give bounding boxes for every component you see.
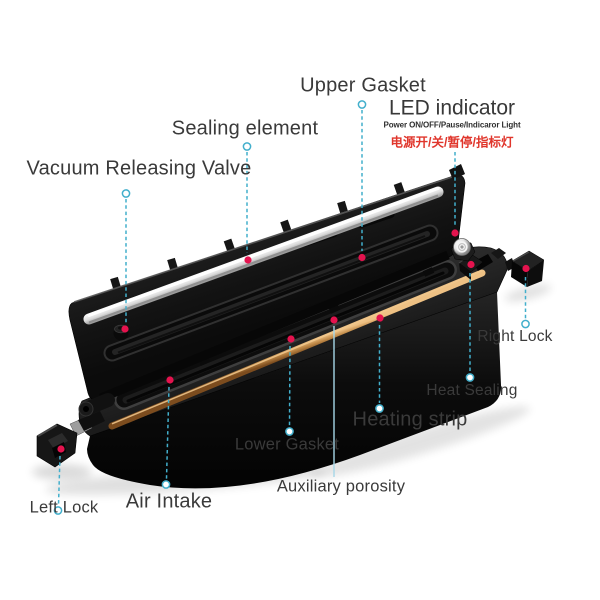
- label-lower-gasket: Lower Gasket: [234, 435, 340, 454]
- marker-dots: [57, 229, 530, 453]
- upper-gasket-groove: [103, 224, 439, 362]
- sealing-bar: [83, 186, 444, 325]
- label-led-indicator: LED indicator: [388, 96, 516, 120]
- heating-strip-graphic: [108, 269, 486, 430]
- circle-left-lock: [53, 506, 63, 515]
- circle-heat-sealing: [465, 373, 475, 382]
- leader-end-circles: [53, 100, 530, 515]
- lid-corner-tab: [449, 164, 465, 180]
- label-right-lock: Right Lock: [477, 327, 553, 345]
- marker-heating-strip: [376, 314, 384, 322]
- led-indicator-button: [450, 238, 476, 262]
- circle-upper-gasket: [357, 100, 367, 109]
- label-led-caption-en: Power ON/OFF/Pause/Indicaror Light: [383, 120, 521, 130]
- leader-air-intake: [165, 386, 170, 480]
- label-led-caption-zh: 电源开/关/暂停/指标灯: [390, 135, 514, 150]
- label-upper-gasket: Upper Gasket: [300, 74, 426, 97]
- right-lock-piece: [505, 250, 545, 287]
- base-front-face: [87, 292, 502, 489]
- marker-vacuum-releasing-valve: [121, 325, 129, 333]
- circle-vacuum-releasing-valve: [121, 189, 131, 198]
- marker-air-intake: [166, 376, 174, 384]
- circle-right-lock: [521, 319, 530, 329]
- circle-sealing-element: [242, 142, 252, 151]
- marker-lower-gasket: [287, 335, 295, 343]
- marker-heat-sealing: [467, 260, 475, 269]
- vacuum-channel: [114, 260, 457, 410]
- label-air-intake: Air Intake: [125, 490, 213, 513]
- hinge-band: [99, 250, 450, 403]
- marker-upper-gasket: [358, 253, 366, 262]
- circle-lower-gasket: [285, 427, 294, 436]
- label-sealing-element: Sealing element: [171, 117, 319, 140]
- marker-sealing-element: [244, 256, 252, 264]
- leader-lower-gasket: [288, 345, 291, 427]
- marker-right-lock: [522, 264, 530, 273]
- lid-body: [68, 164, 466, 417]
- label-left-lock: Left Lock: [29, 498, 99, 517]
- ridge-nubs: [198, 267, 435, 366]
- lid-tabs: [110, 182, 405, 290]
- label-vacuum-releasing-valve: Vacuum Releasing Valve: [26, 157, 252, 180]
- lid-edge-highlight: [73, 176, 453, 303]
- marker-left-lock: [57, 445, 65, 453]
- marker-led-indicator: [451, 229, 459, 237]
- leader-left-lock: [57, 455, 61, 506]
- leader-lines: [57, 110, 527, 506]
- label-led-indicator-group: LED indicator Power ON/OFF/Pause/Indicar…: [383, 98, 520, 151]
- hinge-knob: [78, 393, 115, 417]
- label-auxiliary-porosity: Auxiliary porosity: [276, 477, 406, 496]
- label-heating-strip: Heating strip: [352, 408, 468, 431]
- circle-air-intake: [161, 480, 171, 489]
- label-heat-sealing: Heat Sealing: [426, 381, 518, 399]
- circle-heating-strip: [375, 404, 384, 413]
- marker-auxiliary-porosity: [330, 316, 338, 324]
